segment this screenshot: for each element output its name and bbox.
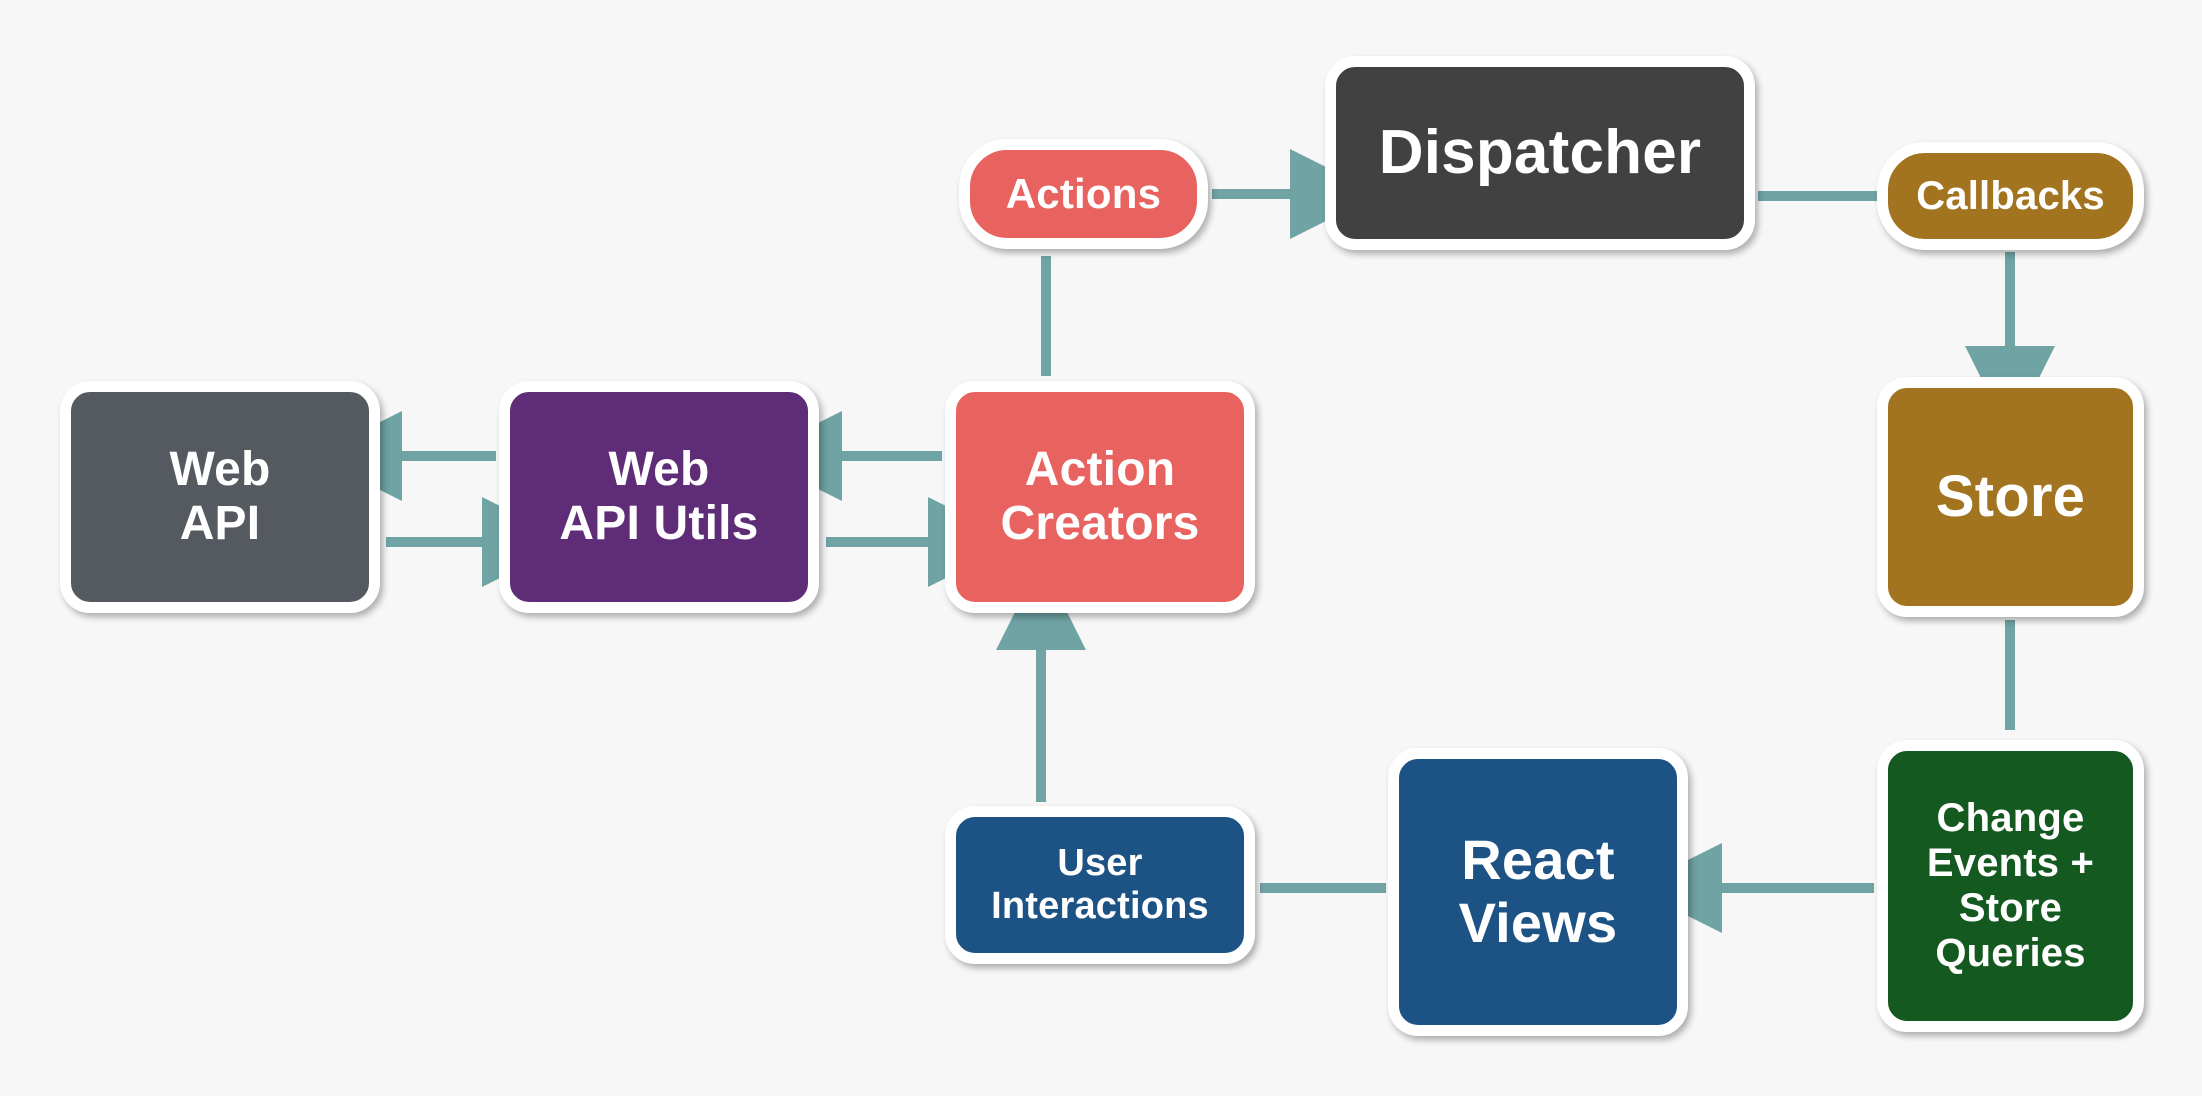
node-change-events-store-queries[interactable]: Change Events + Store Queries — [1877, 740, 2144, 1032]
node-web-api-utils[interactable]: Web API Utils — [499, 381, 819, 613]
node-dispatcher[interactable]: Dispatcher — [1325, 56, 1755, 250]
node-web-api[interactable]: Web API — [60, 381, 380, 613]
node-store[interactable]: Store — [1877, 377, 2144, 617]
node-callbacks[interactable]: Callbacks — [1877, 142, 2144, 250]
node-action-creators[interactable]: Action Creators — [945, 381, 1255, 613]
node-actions[interactable]: Actions — [959, 139, 1208, 249]
node-user-interactions[interactable]: User Interactions — [945, 806, 1255, 964]
node-react-views[interactable]: React Views — [1388, 748, 1688, 1036]
